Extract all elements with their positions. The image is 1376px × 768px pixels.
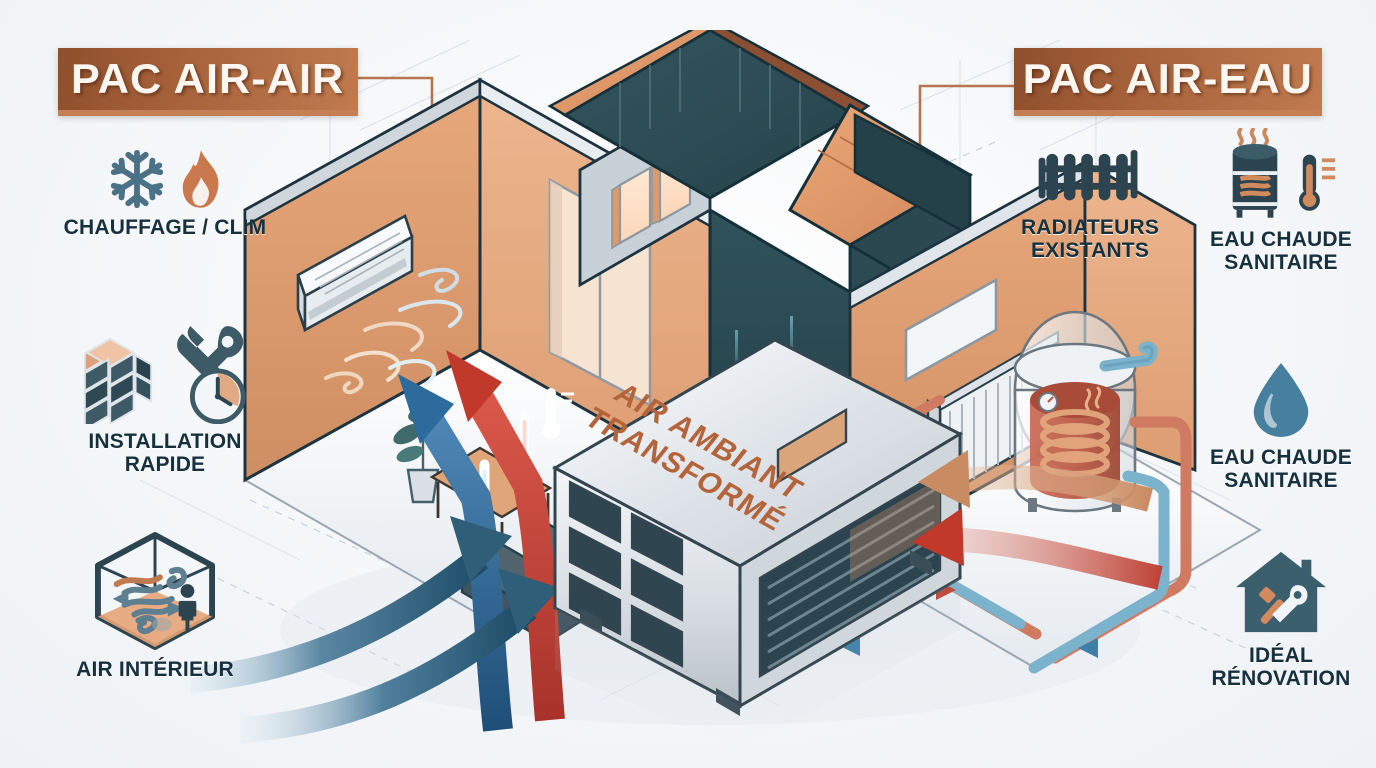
ecs-top-line1: EAU CHAUDE bbox=[1209, 228, 1352, 251]
warm-return-arrows bbox=[912, 450, 1163, 590]
installation-line2: RAPIDE bbox=[124, 452, 206, 476]
feature-ideal-renovation-label: IDÉAL RÉNOVATION bbox=[1186, 644, 1376, 690]
feature-eau-chaude-top-icons bbox=[1186, 128, 1376, 222]
airflow-swirls bbox=[324, 267, 463, 395]
feature-radiateurs-existants-icons bbox=[1000, 148, 1180, 210]
ambient-intake-arrows bbox=[188, 516, 560, 743]
banner-pac-air-air[interactable]: PAC AIR-AIR bbox=[58, 48, 358, 116]
heat-pump-illustration: AIR AMBIANT TRANSFORMÉ bbox=[188, 30, 1262, 750]
installation-line1: INSTALLATION bbox=[88, 430, 242, 453]
wrench-icon bbox=[1272, 585, 1308, 623]
hot-water-cylinder bbox=[1013, 310, 1137, 513]
feature-eau-chaude-sanitaire-top[interactable]: EAU CHAUDE SANITAIRE bbox=[1186, 128, 1376, 274]
feature-ideal-renovation[interactable]: IDÉAL RÉNOVATION bbox=[1186, 548, 1376, 690]
feature-installation-rapide[interactable]: INSTALLATION RAPIDE bbox=[40, 320, 290, 476]
radiateurs-line1: RADIATEURS bbox=[1020, 216, 1160, 239]
person-silhouette bbox=[178, 584, 197, 633]
house-tools-icon bbox=[1236, 551, 1326, 633]
feature-air-interieur[interactable]: AIR INTÉRIEUR bbox=[30, 530, 280, 682]
unit-reflection bbox=[555, 578, 960, 750]
wall-split-indoor-unit bbox=[296, 214, 414, 333]
ecs-mid-line2: SANITAIRE bbox=[1224, 468, 1338, 492]
brick-wall-icon bbox=[83, 337, 153, 424]
hammer-icon bbox=[1259, 586, 1284, 624]
clock-icon bbox=[189, 368, 246, 424]
feature-eau-chaude-top-label: EAU CHAUDE SANITAIRE bbox=[1186, 228, 1376, 274]
radiator-icon bbox=[1038, 149, 1138, 201]
steam-lines bbox=[1237, 128, 1269, 146]
flame-icon bbox=[182, 150, 219, 208]
ecs-mid-line1: EAU CHAUDE bbox=[1209, 446, 1352, 469]
feature-ideal-renovation-icons bbox=[1186, 548, 1376, 638]
renovation-line2: RÉNOVATION bbox=[1211, 666, 1351, 690]
feature-chauffage-clim-label: CHAUFFAGE / CLIM bbox=[63, 216, 267, 239]
feature-eau-chaude-sanitaire-mid[interactable]: EAU CHAUDE SANITAIRE bbox=[1186, 360, 1376, 492]
feature-radiateurs-existants-label: RADIATEURS EXISTANTS bbox=[1000, 216, 1180, 262]
feature-radiateurs-existants[interactable]: RADIATEURS EXISTANTS bbox=[1000, 148, 1180, 262]
tools-icon bbox=[177, 326, 246, 424]
water-tank-icon bbox=[1232, 128, 1278, 218]
radiateurs-line2: EXISTANTS bbox=[1030, 238, 1150, 262]
banner-pac-air-eau[interactable]: PAC AIR-EAU bbox=[1014, 48, 1322, 116]
feature-installation-rapide-icons bbox=[40, 320, 290, 424]
feature-air-interieur-label: AIR INTÉRIEUR bbox=[76, 658, 234, 681]
feature-chauffage-clim[interactable]: CHAUFFAGE / CLIM bbox=[40, 148, 290, 240]
indoor-air-hexagon-icon bbox=[94, 531, 216, 651]
thermometer-icon bbox=[1299, 154, 1336, 211]
snowflake-icon bbox=[110, 149, 164, 209]
feature-installation-rapide-label: INSTALLATION RAPIDE bbox=[40, 430, 290, 476]
water-drop-icon bbox=[1253, 363, 1309, 437]
banner-right-label: PAC AIR-EAU bbox=[1022, 55, 1314, 102]
renovation-line1: IDÉAL bbox=[1249, 644, 1313, 667]
feature-eau-chaude-mid-label: EAU CHAUDE SANITAIRE bbox=[1186, 446, 1376, 492]
feature-air-interieur-icons bbox=[30, 530, 280, 652]
feature-eau-chaude-mid-icons bbox=[1186, 360, 1376, 440]
ecs-top-line2: SANITAIRE bbox=[1224, 250, 1338, 274]
feature-chauffage-clim-icons bbox=[40, 148, 290, 210]
banner-left-label: PAC AIR-AIR bbox=[71, 55, 345, 102]
